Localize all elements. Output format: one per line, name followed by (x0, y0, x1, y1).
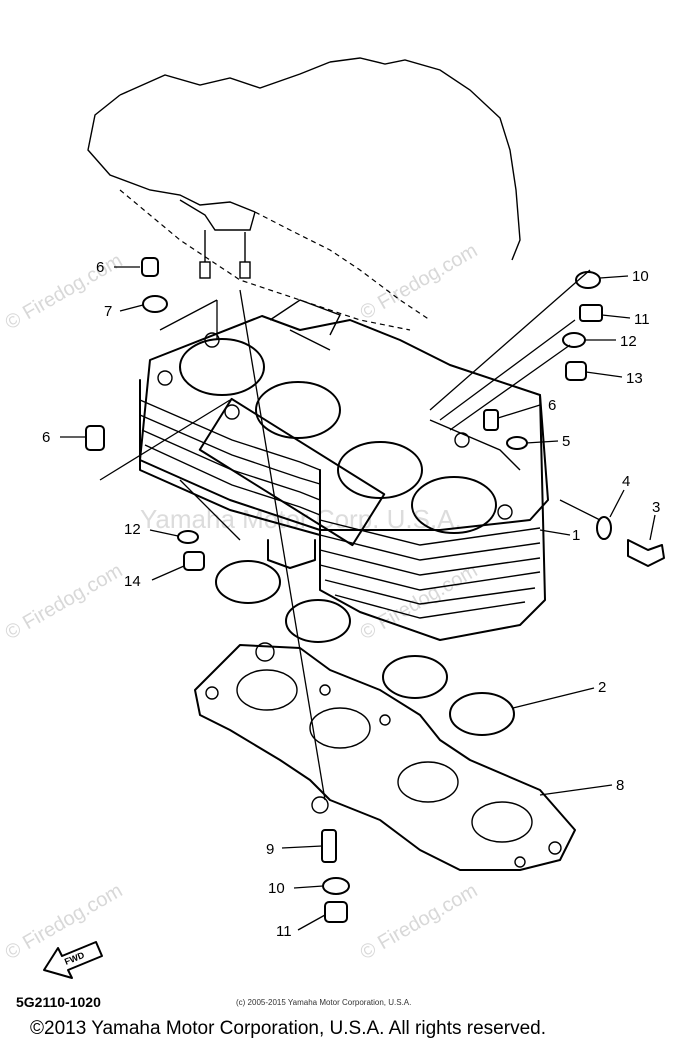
callout-6: 6 (96, 259, 104, 276)
callout-6: 6 (548, 397, 556, 414)
callout-3: 3 (652, 499, 660, 516)
callout-12: 12 (124, 521, 141, 538)
watermark-text: © Firedog.com (357, 880, 482, 965)
part-code: 5G2110-1020 (16, 994, 101, 1010)
copyright-notice: ©2013 Yamaha Motor Corporation, U.S.A. A… (30, 1018, 546, 1039)
callout-11: 11 (634, 311, 650, 328)
callout-11: 11 (276, 923, 292, 940)
cylinder-gasket (194, 642, 576, 871)
callout-14: 14 (124, 573, 141, 590)
callout-2: 2 (598, 679, 606, 696)
cylinder-block (139, 299, 549, 641)
watermark-text: © Firedog.com (2, 560, 127, 645)
callout-labels: 6 7 6 6 5 4 3 1 10 11 12 13 12 14 2 8 9 … (42, 259, 660, 940)
small-copyright: (c) 2005-2015 Yamaha Motor Corporation, … (236, 998, 412, 1007)
hardware-parts (85, 257, 665, 923)
alignment-lines (99, 269, 601, 801)
callout-1: 1 (572, 527, 580, 544)
callout-6: 6 (42, 429, 50, 446)
callout-8: 8 (616, 777, 624, 794)
engine-outline (87, 57, 521, 331)
callout-10: 10 (268, 880, 285, 897)
callout-7: 7 (104, 303, 112, 320)
callout-5: 5 (562, 433, 570, 450)
callout-9: 9 (266, 841, 274, 858)
callout-4: 4 (622, 473, 630, 490)
watermark-text: © Firedog.com (2, 250, 127, 335)
callout-10: 10 (632, 268, 649, 285)
callout-12: 12 (620, 333, 637, 350)
callout-leaders (60, 266, 656, 931)
fwd-arrow-icon: FWD (43, 941, 103, 979)
o-ring-group (215, 560, 515, 736)
callout-13: 13 (626, 370, 643, 387)
watermark-text: © Firedog.com (2, 880, 127, 965)
